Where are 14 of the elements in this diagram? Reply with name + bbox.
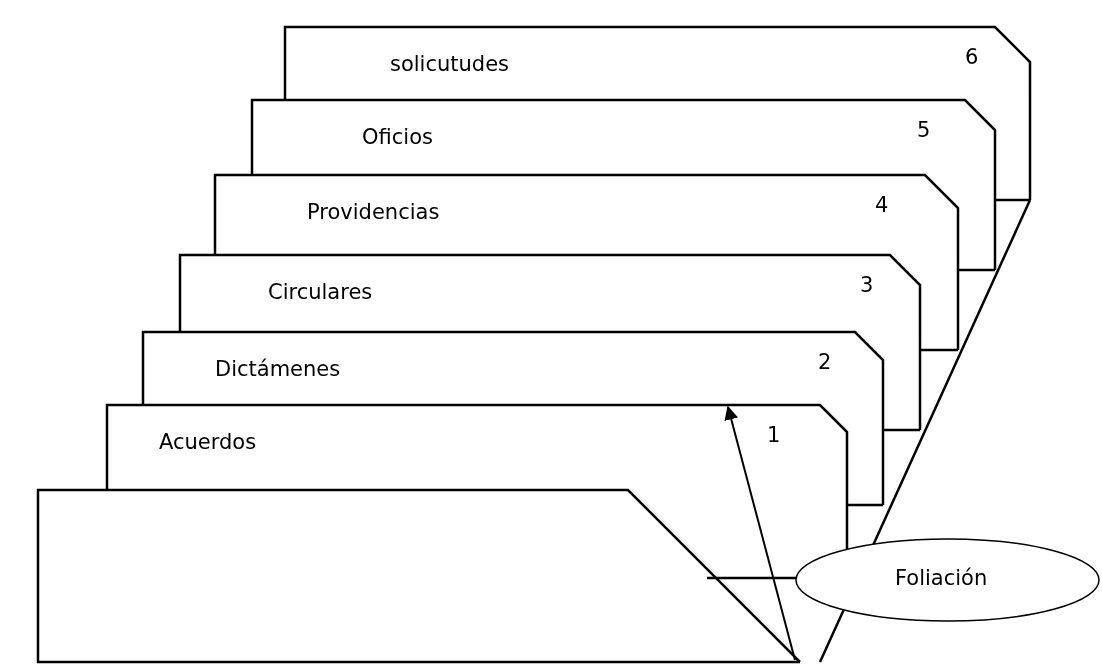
ellipse-label: Foliación bbox=[895, 566, 988, 590]
tab-number: 1 bbox=[767, 423, 781, 447]
tab-number: 5 bbox=[917, 118, 931, 142]
tab-number: 2 bbox=[818, 350, 832, 374]
tab-label: Dictámenes bbox=[215, 357, 341, 381]
tab-number: 3 bbox=[860, 273, 874, 297]
tab-label: Acuerdos bbox=[159, 430, 257, 454]
tab-label: Providencias bbox=[307, 200, 440, 224]
tab-label: solicutudes bbox=[390, 52, 510, 76]
tab-label: Circulares bbox=[268, 280, 373, 304]
tab-number: 4 bbox=[875, 193, 889, 217]
tab-number: 6 bbox=[965, 45, 979, 69]
tab-label: Oficios bbox=[362, 125, 433, 149]
arrow bbox=[724, 405, 796, 661]
